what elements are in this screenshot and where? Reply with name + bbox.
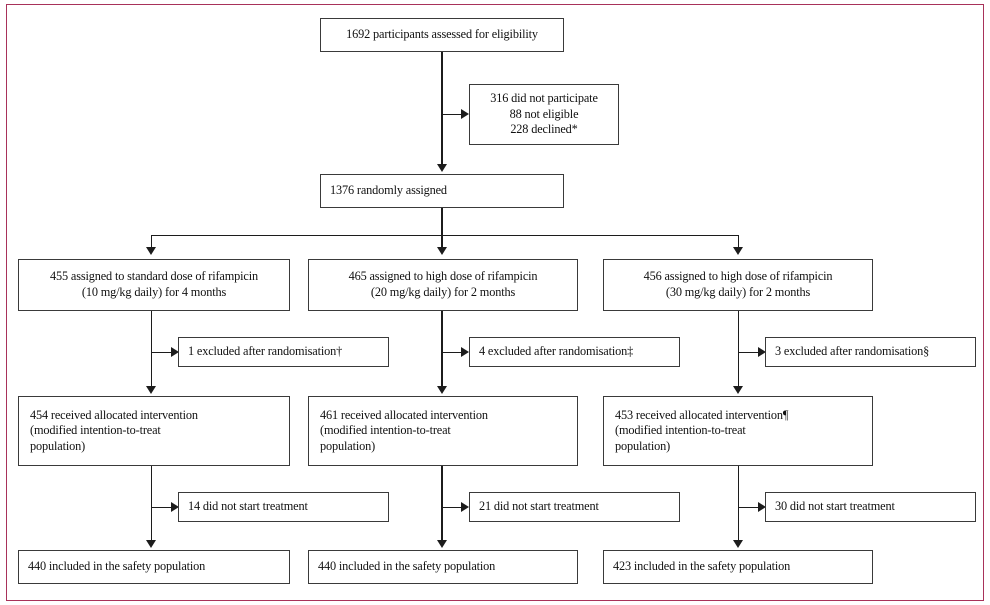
connector-to-arm3-notstart	[738, 507, 760, 509]
connector-arm1-received-to-safety	[151, 466, 153, 542]
node-arm1-assigned-line2: (10 mg/kg daily) for 4 months	[81, 285, 227, 299]
node-arm3-excluded: 3 excluded after randomisation§	[765, 337, 976, 367]
node-assessed-for-eligibility: 1692 participants assessed for eligibili…	[320, 18, 564, 52]
node-did-not-participate-line1: 316 did not participate	[490, 91, 598, 106]
node-did-not-participate-line2: 88 not eligible	[509, 106, 579, 121]
node-did-not-participate-line3: 228 declined*	[510, 122, 578, 137]
arrow-into-arm3-assigned	[733, 247, 744, 255]
node-arm1-received: 454 received allocated intervention (mod…	[18, 396, 290, 466]
connector-arm2-received-to-safety	[441, 466, 443, 542]
arrow-into-arm2-excluded	[461, 347, 469, 358]
node-arm1-excluded: 1 excluded after randomisation†	[178, 337, 389, 367]
arrow-into-arm3-notstart	[757, 502, 766, 513]
connector-to-arm2-notstart	[441, 507, 464, 509]
node-arm2-safety-population-label: 440 included in the safety population	[318, 559, 496, 574]
arrow-into-arm3-safety	[733, 540, 744, 548]
arrow-into-arm1-excluded	[170, 347, 179, 358]
connector-arm1-assigned-to-received	[151, 311, 153, 388]
node-arm3-assigned-line2: (30 mg/kg daily) for 2 months	[665, 285, 811, 299]
connector-randomised-branch-bar	[151, 235, 739, 237]
arrow-into-arm3-excluded	[757, 347, 766, 358]
node-arm1-received-line1: 454 received allocated intervention	[30, 407, 198, 422]
connector-arm3-assigned-to-received	[738, 311, 740, 388]
node-arm3-received-line3: population)	[615, 438, 671, 453]
node-arm2-assigned-line1: 465 assigned to high dose of rifampicin	[348, 269, 538, 284]
arrow-into-arm2-notstart	[461, 502, 469, 513]
node-arm3-received: 453 received allocated intervention¶ (mo…	[603, 396, 873, 466]
node-arm1-did-not-start: 14 did not start treatment	[178, 492, 389, 522]
connector-randomised-stem	[441, 208, 443, 236]
arrow-into-arm1-assigned	[146, 247, 157, 255]
node-arm2-received-line3: population)	[320, 438, 376, 453]
node-arm3-assigned: 456 assigned to high dose of rifampicin …	[603, 259, 873, 311]
node-arm3-excluded-label: 3 excluded after randomisation§	[775, 344, 930, 359]
node-arm2-received-line1: 461 received allocated intervention	[320, 407, 488, 422]
node-arm1-assigned-line1: 455 assigned to standard dose of rifampi…	[49, 269, 258, 284]
arrow-into-arm2-assigned	[436, 247, 447, 255]
arrow-into-arm1-notstart	[170, 502, 179, 513]
node-arm1-received-line3: population)	[30, 438, 86, 453]
node-arm1-did-not-start-label: 14 did not start treatment	[188, 499, 308, 514]
connector-to-not-participate	[441, 114, 464, 116]
node-arm3-received-line1: 453 received allocated intervention¶	[615, 407, 789, 422]
arrow-into-arm2-safety	[436, 540, 447, 548]
arrow-into-arm3-received	[733, 386, 744, 394]
connector-branch-arm3	[738, 235, 740, 249]
arrow-into-arm1-received	[146, 386, 157, 394]
connector-eligibility-to-randomised	[441, 52, 443, 166]
connector-to-arm3-excluded	[738, 352, 760, 354]
arrow-into-arm2-received	[436, 386, 447, 394]
node-arm2-received-line2: (modified intention-to-treat	[320, 423, 451, 438]
node-arm1-safety-population: 440 included in the safety population	[18, 550, 290, 584]
node-assessed-for-eligibility-label: 1692 participants assessed for eligibili…	[346, 27, 538, 42]
arrow-into-arm1-safety	[146, 540, 157, 548]
node-did-not-participate: 316 did not participate 88 not eligible …	[469, 84, 619, 145]
connector-branch-arm2	[441, 235, 443, 249]
connector-arm2-assigned-to-received	[441, 311, 443, 388]
node-arm3-did-not-start-label: 30 did not start treatment	[775, 499, 895, 514]
node-arm2-safety-population: 440 included in the safety population	[308, 550, 578, 584]
node-randomly-assigned: 1376 randomly assigned	[320, 174, 564, 208]
connector-arm3-received-to-safety	[738, 466, 740, 542]
node-arm2-assigned-line2: (20 mg/kg daily) for 2 months	[370, 285, 516, 299]
arrow-into-randomised	[436, 164, 447, 172]
node-arm3-did-not-start: 30 did not start treatment	[765, 492, 976, 522]
node-arm1-assigned: 455 assigned to standard dose of rifampi…	[18, 259, 290, 311]
connector-to-arm1-notstart	[151, 507, 173, 509]
connector-branch-arm1	[151, 235, 153, 249]
node-arm2-did-not-start: 21 did not start treatment	[469, 492, 680, 522]
node-arm3-safety-population: 423 included in the safety population	[603, 550, 873, 584]
node-arm1-excluded-label: 1 excluded after randomisation†	[188, 344, 343, 359]
node-arm2-excluded-label: 4 excluded after randomisation‡	[479, 344, 634, 359]
node-arm2-received: 461 received allocated intervention (mod…	[308, 396, 578, 466]
node-arm3-assigned-line1: 456 assigned to high dose of rifampicin	[643, 269, 833, 284]
node-arm3-received-line2: (modified intention-to-treat	[615, 423, 746, 438]
connector-to-arm2-excluded	[441, 352, 464, 354]
node-arm1-received-line2: (modified intention-to-treat	[30, 423, 161, 438]
node-arm2-did-not-start-label: 21 did not start treatment	[479, 499, 599, 514]
node-arm1-safety-population-label: 440 included in the safety population	[28, 559, 206, 574]
node-randomly-assigned-label: 1376 randomly assigned	[330, 183, 447, 198]
node-arm2-excluded: 4 excluded after randomisation‡	[469, 337, 680, 367]
arrow-into-not-participate	[461, 109, 469, 120]
node-arm3-safety-population-label: 423 included in the safety population	[613, 559, 791, 574]
node-arm2-assigned: 465 assigned to high dose of rifampicin …	[308, 259, 578, 311]
connector-to-arm1-excluded	[151, 352, 173, 354]
